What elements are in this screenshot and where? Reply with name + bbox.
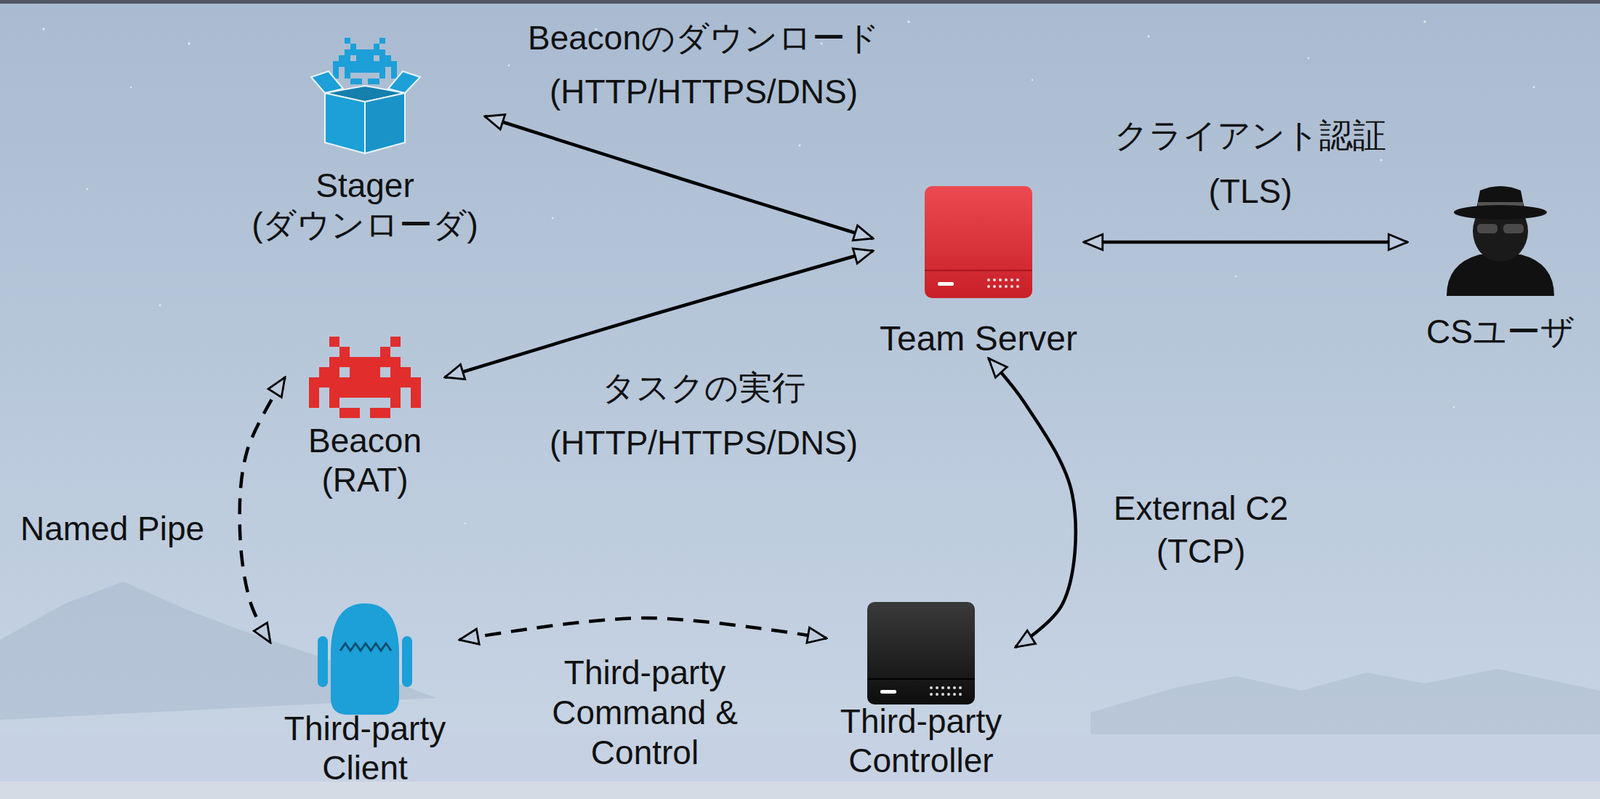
star (1379, 158, 1382, 161)
dot (993, 278, 996, 282)
box-side (364, 93, 405, 154)
lake (0, 734, 1600, 782)
diagram-node: Stager (ダウンローダ) (244, 42, 485, 245)
star (1533, 86, 1536, 89)
dot (998, 284, 1002, 288)
dot (929, 686, 933, 690)
star (798, 144, 802, 147)
node-label: Stager (ダウンローダ) (244, 165, 485, 245)
dot (993, 284, 996, 288)
diagram-node: CSユーザ (1407, 183, 1594, 352)
top-edge (0, 0, 1600, 4)
dot (958, 692, 962, 696)
dot (1016, 284, 1020, 288)
dot (987, 284, 991, 288)
bottom-band (0, 781, 1600, 799)
star (1031, 79, 1033, 81)
box-side (324, 93, 365, 154)
dot (941, 692, 945, 696)
star (1423, 20, 1426, 23)
server-dots (929, 686, 962, 696)
dot (1004, 278, 1008, 282)
connector-arrow (444, 250, 874, 378)
hat-brim (1453, 204, 1547, 220)
dot (1004, 284, 1008, 288)
connector-arrow (459, 617, 827, 640)
controller-icon (867, 601, 975, 705)
mountain (1090, 668, 1600, 735)
server-led (880, 689, 897, 694)
star (1453, 406, 1455, 408)
diagram-node: Third-party Controller (826, 601, 1016, 781)
dot (935, 692, 939, 696)
node-label: Team Server (873, 319, 1084, 359)
beacon-invader (308, 336, 421, 418)
star (907, 20, 911, 24)
star (551, 217, 554, 219)
dot (1010, 284, 1014, 288)
user-glasses (1477, 223, 1498, 234)
client-body (330, 603, 400, 715)
connector-label: Beaconのダウンロード (HTTP/HTTPS/DNS) (500, 10, 908, 119)
dot (953, 686, 956, 690)
server-seam (924, 269, 1033, 272)
star (1307, 57, 1310, 60)
dot (929, 692, 933, 696)
connector-label: タスクの実行 (HTTP/HTTPS/DNS) (529, 359, 879, 471)
connector-arrow (239, 377, 285, 643)
star (130, 86, 132, 88)
dot (958, 686, 962, 690)
diagram-node: Beacon (RAT) (284, 334, 445, 500)
star (1147, 35, 1151, 38)
server-seam (867, 678, 975, 680)
star (42, 27, 45, 30)
connector-label: Third-party Command & Control (546, 652, 743, 773)
dot (947, 686, 951, 690)
mountain (0, 581, 437, 720)
dot (935, 686, 939, 690)
connector-arrow (484, 116, 874, 239)
star (187, 42, 191, 46)
box-flap (311, 71, 344, 94)
user-glasses (1503, 223, 1524, 234)
node-label: Third-party Controller (826, 701, 1016, 781)
stager-invader (332, 37, 397, 85)
star (464, 522, 466, 525)
dot (998, 278, 1002, 282)
star (159, 304, 162, 307)
star (86, 188, 89, 191)
client-teeth (340, 643, 392, 651)
diagram-node: Third-party Client (270, 601, 460, 788)
connector-label: クライアント認証 (TLS) (1104, 107, 1396, 220)
dot (987, 278, 991, 282)
box-flap (388, 71, 421, 94)
connector-arrow (988, 358, 1076, 647)
server-dots (987, 278, 1020, 288)
dot (1016, 278, 1020, 282)
star (508, 64, 511, 67)
star (1235, 275, 1238, 278)
connector-arrow (1083, 240, 1408, 245)
node-label: Beacon (RAT) (284, 420, 445, 500)
node-label: CSユーザ (1407, 311, 1594, 352)
node-label: Third-party Client (270, 708, 460, 788)
dot (941, 686, 945, 690)
diagram-node: Team Server (873, 185, 1084, 359)
connector-label: Named Pipe (20, 508, 205, 549)
dot (1010, 278, 1014, 282)
dot (953, 692, 956, 696)
connector-label: External C2 (TCP) (1099, 487, 1303, 573)
client-arm (317, 636, 328, 687)
server-led (937, 282, 954, 286)
client-arm (401, 636, 413, 687)
server-icon (924, 186, 1033, 299)
dot (947, 692, 951, 696)
